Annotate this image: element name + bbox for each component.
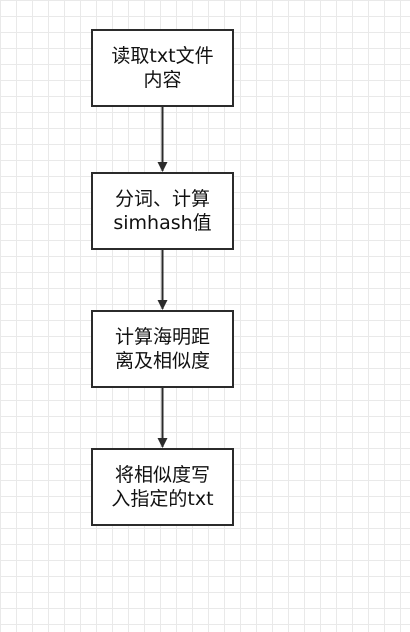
node-label: 将相似度写 入指定的txt bbox=[111, 464, 214, 510]
node-write-similarity[interactable]: 将相似度写 入指定的txt bbox=[91, 448, 234, 526]
node-label: 计算海明距 离及相似度 bbox=[114, 326, 210, 372]
node-segment-simhash[interactable]: 分词、计算 simhash值 bbox=[91, 172, 234, 250]
node-read-txt-file[interactable]: 读取txt文件 内容 bbox=[91, 29, 234, 107]
node-hamming-distance[interactable]: 计算海明距 离及相似度 bbox=[91, 310, 234, 388]
node-label: 分词、计算 simhash值 bbox=[113, 188, 212, 234]
node-label: 读取txt文件 内容 bbox=[111, 45, 214, 91]
